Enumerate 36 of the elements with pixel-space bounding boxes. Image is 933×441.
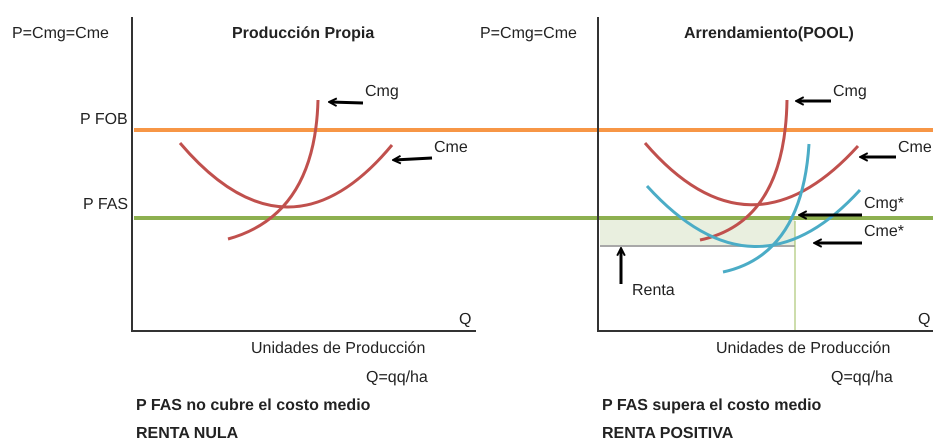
leader-arrow [859, 152, 896, 162]
conclusion-text: RENTA NULA [136, 424, 238, 441]
curve-label: Cmg* [864, 194, 904, 213]
axis-label: P=Cmg=Cme [480, 24, 577, 43]
cost-curve [644, 142, 860, 206]
axis-unit: Q=qq/ha [831, 368, 893, 387]
price-label: P FOB [80, 110, 128, 129]
leader-arrow [616, 247, 626, 284]
axis-label: Q [918, 310, 930, 329]
cost-curve [228, 100, 320, 240]
cost-curve [178, 142, 394, 208]
price-label: P FAS [83, 195, 128, 214]
axis-label: P=Cmg=Cme [12, 24, 109, 43]
cost-curve [646, 184, 862, 248]
conclusion-text: P FAS no cubre el costo medio [136, 396, 370, 415]
curve-label: Renta [632, 281, 675, 300]
curve-label: Cme [434, 138, 468, 157]
curve-label: Cmg [365, 82, 399, 101]
axis-unit: Q=qq/ha [366, 368, 428, 387]
conclusion-text: P FAS supera el costo medio [602, 396, 822, 415]
curve-label: Cmg [833, 82, 867, 101]
leader-arrow [328, 97, 364, 107]
conclusion-text: RENTA POSITIVA [602, 424, 734, 441]
axis-label: Q [459, 310, 472, 329]
chart-title: Arrendamiento(POOL) [684, 24, 854, 43]
leader-arrow [795, 96, 831, 106]
cost-curve [700, 100, 788, 242]
curve-label: Cme [898, 138, 932, 157]
leader-arrow [392, 154, 432, 164]
cost-curve [722, 144, 810, 274]
leader-arrow [813, 238, 862, 248]
axis-title: Unidades de Producción [716, 339, 890, 358]
leader-arrow [798, 210, 862, 220]
curve-label: Cme* [864, 222, 904, 241]
axis-title: Unidades de Producción [251, 339, 426, 358]
chart-title: Producción Propia [232, 24, 374, 43]
